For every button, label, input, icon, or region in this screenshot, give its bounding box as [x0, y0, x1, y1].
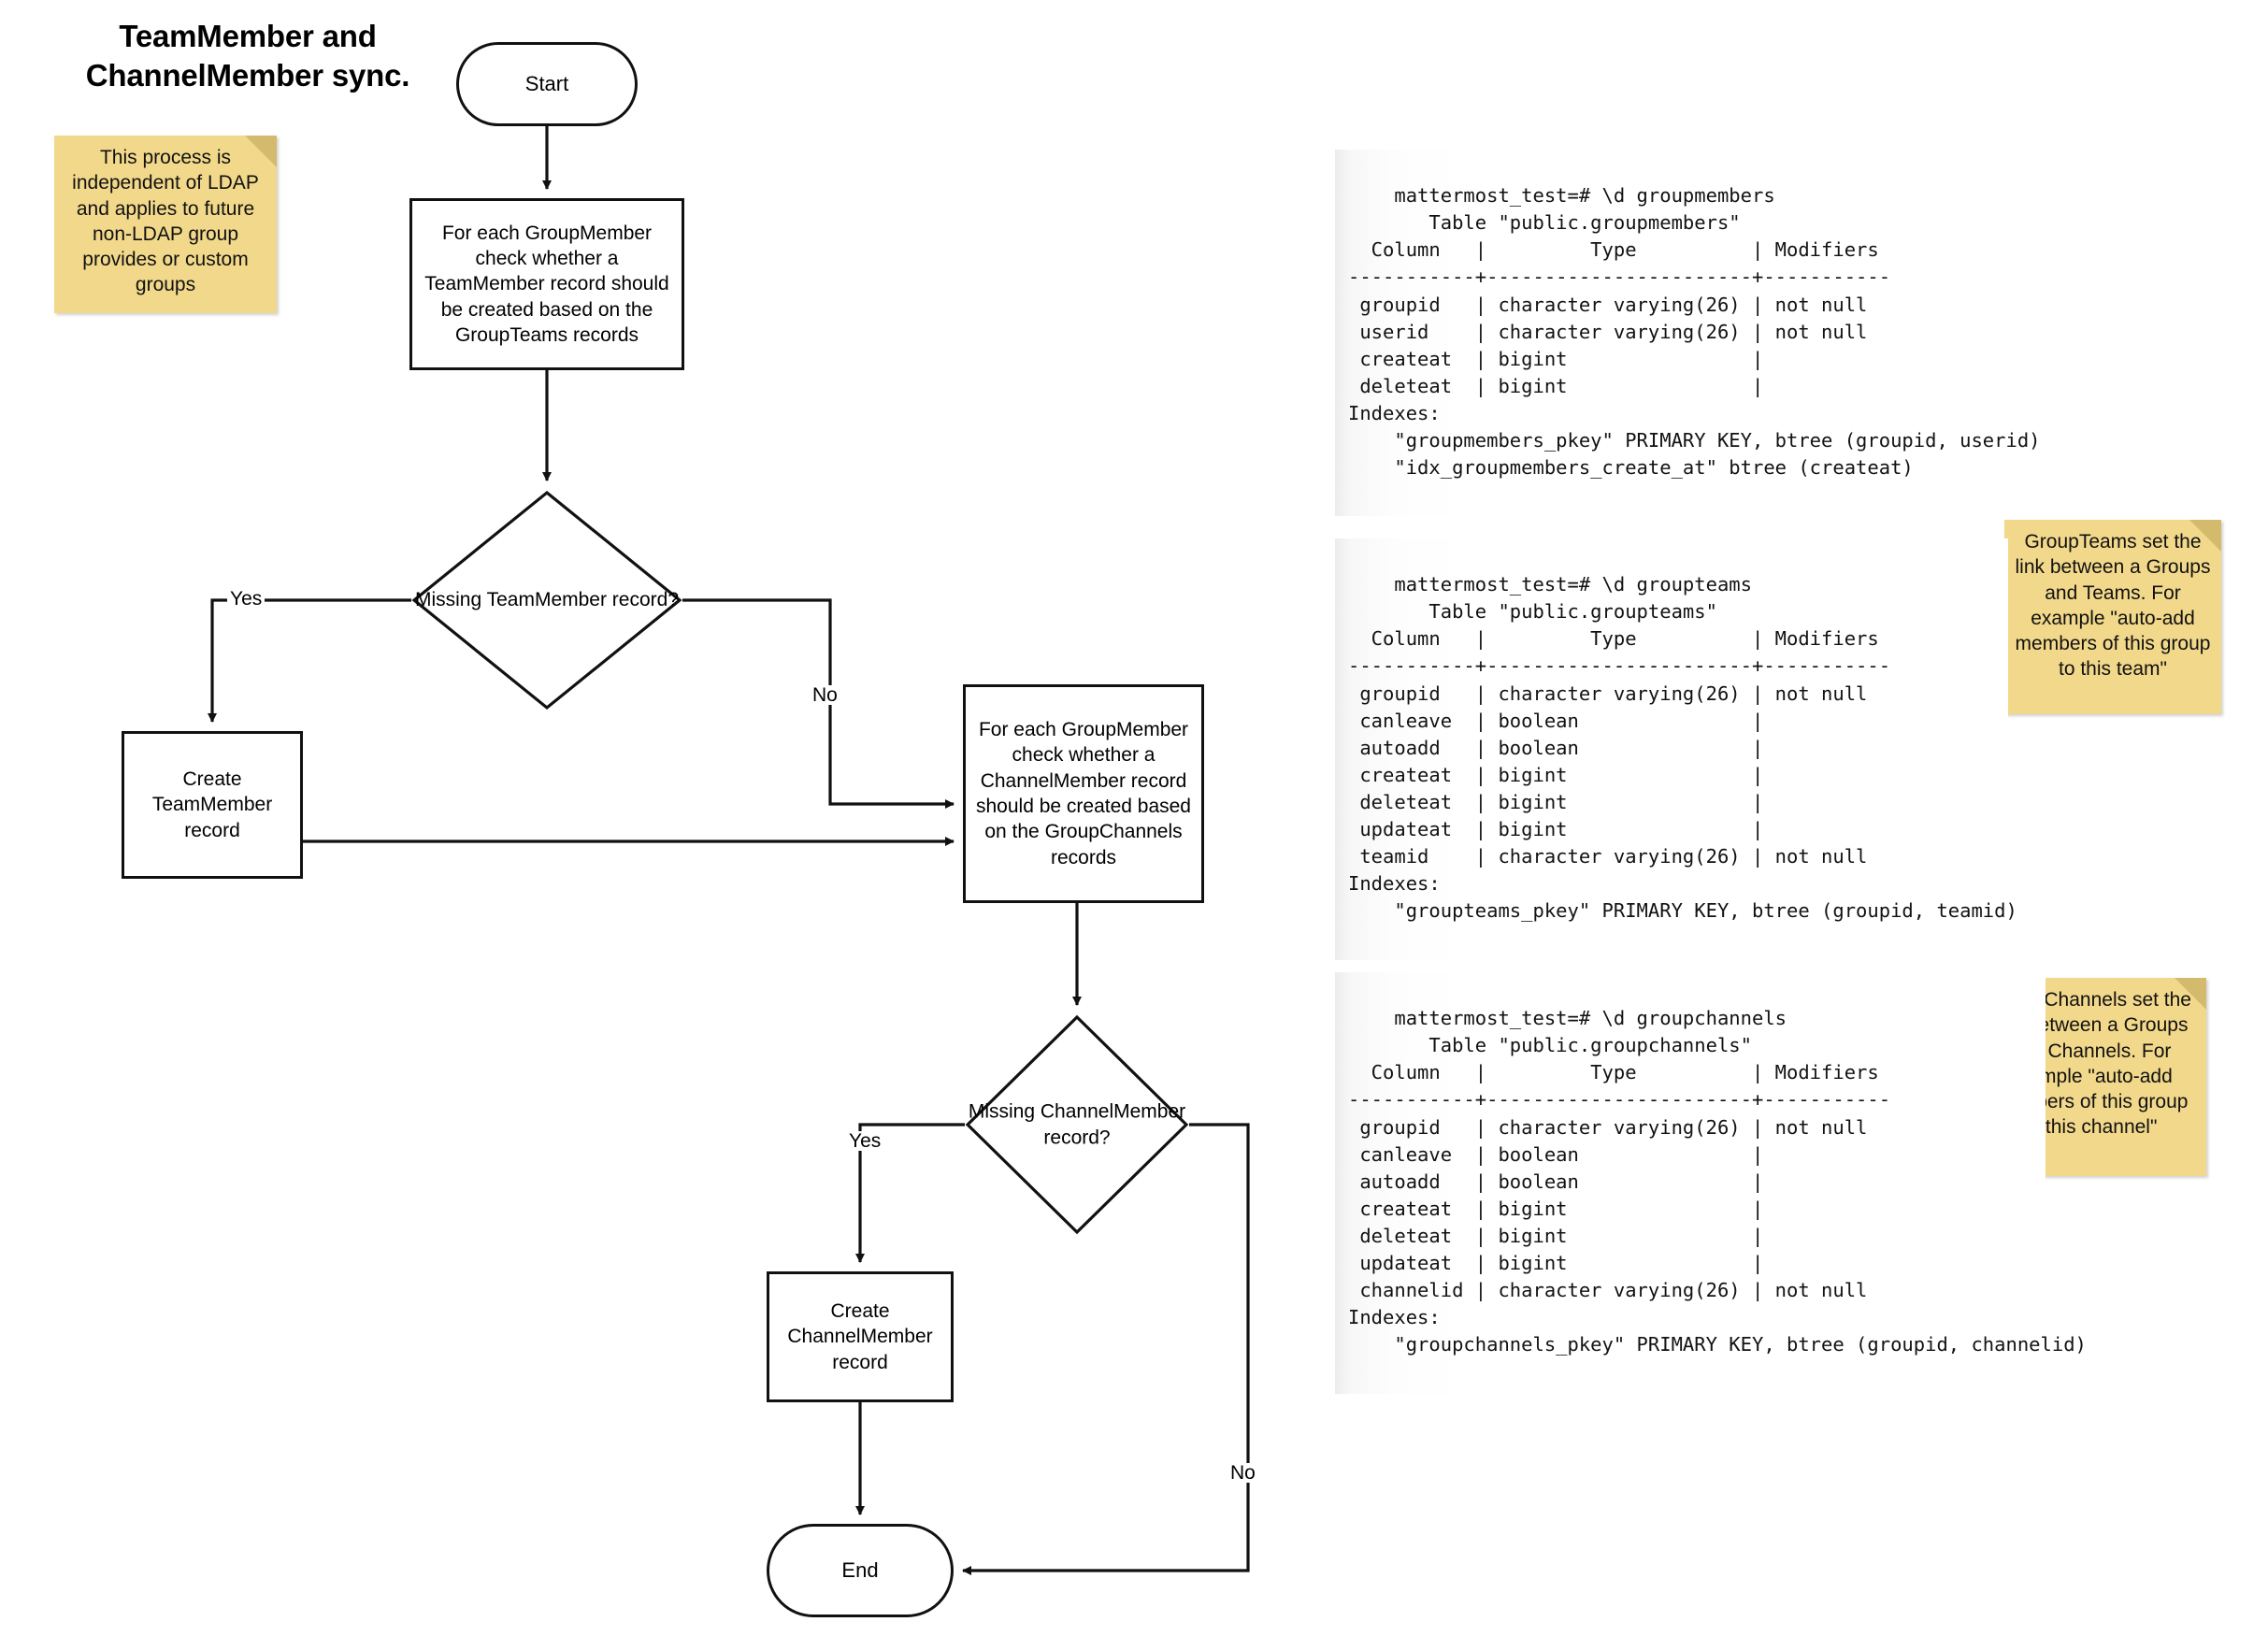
- flow-node-process-teammember-label: For each GroupMember check whether a Tea…: [424, 222, 669, 346]
- edge-label-yes-teammember: Yes: [227, 589, 266, 609]
- sticky-note-groupteams: GroupTeams set the link between a Groups…: [2004, 520, 2221, 714]
- terminal-output-groupmembers-text: mattermost_test=# \d groupmembers Table …: [1348, 184, 2041, 480]
- flow-node-process-teammember[interactable]: For each GroupMember check whether a Tea…: [409, 198, 684, 370]
- sticky-note-ldap-text: This process is independent of LDAP and …: [72, 147, 259, 296]
- diamond-shape: [965, 1014, 1189, 1235]
- terminal-output-groupchannels: mattermost_test=# \d groupchannels Table…: [1335, 972, 2087, 1394]
- flow-node-decision-channelmember[interactable]: Missing ChannelMember record?: [965, 1014, 1189, 1235]
- sticky-note-groupteams-text: GroupTeams set the link between a Groups…: [2015, 531, 2211, 681]
- note-fold-icon: [2175, 978, 2206, 1010]
- note-fold-icon: [2189, 520, 2221, 552]
- flow-node-create-channelmember[interactable]: Create ChannelMember record: [767, 1271, 954, 1402]
- flow-node-create-teammember[interactable]: Create TeamMember record: [122, 731, 303, 879]
- flow-node-create-teammember-label: Create TeamMember record: [151, 768, 273, 841]
- terminal-output-groupteams-text: mattermost_test=# \d groupteams Table "p…: [1348, 573, 2017, 923]
- flow-node-end-label: End: [841, 1557, 879, 1582]
- edge-label-yes-channelmember: Yes: [846, 1131, 884, 1151]
- flow-node-decision-channelmember-label: Missing ChannelMember record?: [968, 1100, 1186, 1148]
- flow-node-decision-teammember-label: Missing TeamMember record?: [414, 589, 680, 611]
- flow-node-process-channelmember[interactable]: For each GroupMember check whether a Cha…: [963, 684, 1204, 903]
- edge-label-no-teammember: No: [810, 685, 840, 705]
- sticky-note-ldap: This process is independent of LDAP and …: [54, 136, 277, 313]
- flow-node-end[interactable]: End: [767, 1524, 954, 1617]
- flow-node-process-channelmember-label: For each GroupMember check whether a Cha…: [975, 719, 1191, 868]
- diamond-shape: [411, 490, 682, 710]
- flow-node-start[interactable]: Start: [456, 42, 638, 126]
- note-fold-icon: [245, 136, 277, 167]
- terminal-output-groupteams: mattermost_test=# \d groupteams Table "p…: [1335, 538, 2017, 960]
- flow-node-decision-teammember[interactable]: Missing TeamMember record?: [411, 490, 682, 710]
- terminal-output-groupchannels-text: mattermost_test=# \d groupchannels Table…: [1348, 1007, 2087, 1356]
- page-title: TeamMember and ChannelMember sync.: [85, 19, 410, 93]
- flow-node-start-label: Start: [524, 71, 569, 95]
- flow-node-create-channelmember-label: Create ChannelMember record: [787, 1300, 933, 1373]
- edge-label-no-channelmember: No: [1227, 1463, 1258, 1483]
- terminal-output-groupmembers: mattermost_test=# \d groupmembers Table …: [1335, 150, 2041, 517]
